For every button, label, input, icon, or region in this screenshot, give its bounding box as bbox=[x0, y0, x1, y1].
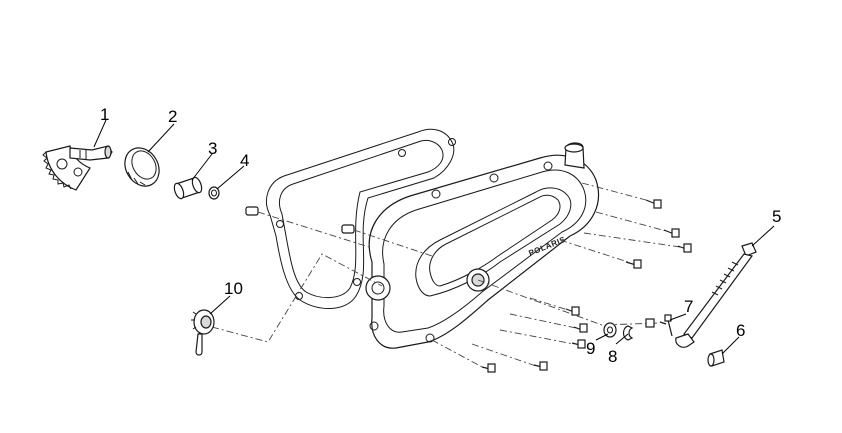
gear-hole bbox=[56, 158, 68, 170]
callout-9: 9 bbox=[586, 339, 595, 358]
leader-line-8 bbox=[615, 333, 629, 345]
assembly-line bbox=[353, 229, 433, 257]
callout-3: 3 bbox=[208, 139, 217, 158]
assembly-line bbox=[499, 329, 575, 345]
washer-hole bbox=[211, 189, 217, 197]
cover-bolt bbox=[533, 361, 548, 371]
gasket-tab bbox=[398, 149, 406, 157]
part-3-bushing bbox=[173, 176, 203, 200]
part-9-washer bbox=[603, 322, 617, 338]
leader-line-5 bbox=[751, 225, 775, 247]
assembly-line bbox=[431, 339, 485, 369]
callout-6: 6 bbox=[736, 321, 745, 340]
part-7-pivot-bolt bbox=[664, 314, 673, 337]
part-1-kickstart-gear bbox=[42, 145, 113, 191]
cover-gasket-inner bbox=[279, 139, 444, 298]
assembly-line bbox=[477, 279, 661, 326]
leader-line-6 bbox=[721, 336, 740, 355]
assembly-line bbox=[529, 297, 569, 311]
cover-boss bbox=[431, 189, 441, 199]
part-5-kickstart-lever bbox=[675, 242, 757, 348]
assembly-line bbox=[509, 313, 577, 329]
leader-line-1 bbox=[93, 119, 107, 148]
gear-hole bbox=[73, 167, 83, 177]
callout-1: 1 bbox=[100, 105, 109, 124]
kickstart-boss bbox=[365, 275, 391, 301]
assembly-line bbox=[559, 239, 629, 263]
leader-line-2 bbox=[147, 123, 175, 153]
cover-bolt bbox=[645, 199, 662, 209]
leader-line-10 bbox=[209, 295, 231, 315]
part-6-rubber-cap bbox=[707, 349, 725, 367]
crankcase-cover: POLARIS bbox=[365, 142, 600, 349]
leader-line-3 bbox=[191, 153, 213, 181]
cover-boss bbox=[369, 321, 379, 331]
part-2-spring-ring bbox=[124, 147, 160, 187]
callout-8: 8 bbox=[608, 347, 617, 366]
callout-10: 10 bbox=[224, 279, 243, 298]
callout-5: 5 bbox=[772, 207, 781, 226]
cover-bolt bbox=[571, 339, 586, 349]
cover-bolt bbox=[573, 323, 588, 333]
callout-2: 2 bbox=[168, 107, 177, 126]
callout-7: 7 bbox=[684, 297, 693, 316]
kickstart-boss-hole bbox=[371, 281, 385, 295]
assembly-line bbox=[583, 232, 681, 248]
cover-bolt bbox=[625, 259, 642, 269]
part-4-washer bbox=[208, 186, 220, 200]
assembly-line bbox=[595, 211, 667, 232]
cover-bolt bbox=[565, 306, 580, 316]
assembly-line bbox=[211, 253, 383, 343]
cover-boss bbox=[489, 173, 499, 183]
cover-bolt bbox=[677, 243, 692, 253]
dowel-pin bbox=[341, 224, 355, 234]
gasket-tab bbox=[276, 220, 284, 228]
part-8-clip bbox=[622, 325, 634, 341]
intake-port bbox=[564, 143, 584, 153]
washer-hole bbox=[607, 326, 613, 334]
gasket-tab bbox=[295, 292, 303, 300]
gasket-tab bbox=[353, 278, 361, 286]
leader-line-9 bbox=[595, 333, 609, 341]
callout-4: 4 bbox=[240, 151, 249, 170]
leader-line-4 bbox=[216, 165, 245, 190]
assembly-line bbox=[471, 343, 537, 367]
cover-bolt bbox=[481, 363, 496, 373]
cover-bolt bbox=[663, 228, 680, 238]
cover-gasket bbox=[266, 128, 455, 310]
cover-boss bbox=[425, 333, 435, 343]
leader-line-7 bbox=[669, 313, 687, 321]
cover-boss bbox=[543, 161, 553, 171]
dowel-pin bbox=[245, 206, 259, 216]
assembly-line bbox=[581, 182, 647, 201]
cover-bolt bbox=[645, 318, 667, 328]
assembly-line bbox=[257, 211, 373, 249]
gasket-tab bbox=[448, 138, 456, 146]
part-10-idle-gear bbox=[191, 309, 215, 356]
